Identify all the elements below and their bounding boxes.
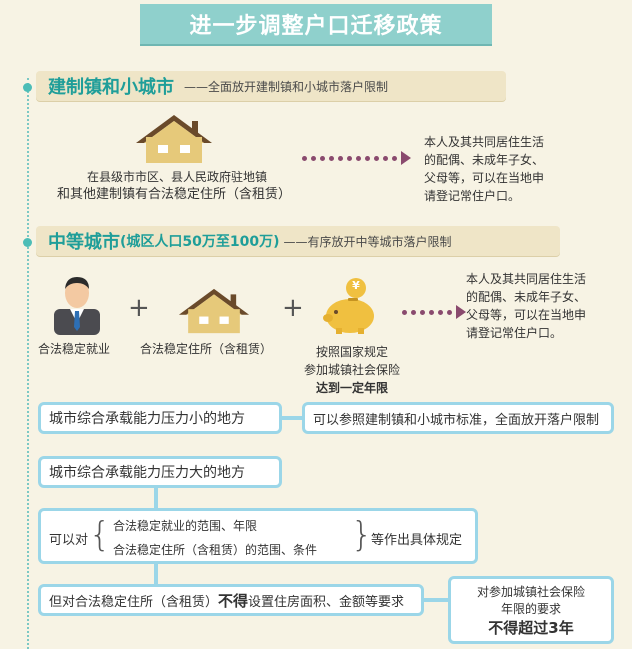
connector [154,564,158,584]
page-title: 进一步调整户口迁移政策 [140,4,492,44]
connector [154,488,158,508]
low-pressure-box: 城市综合承载能力压力小的地方 [38,402,282,434]
result-line: 父母等，可以在当地申 [424,171,545,185]
req1-label: 合法稳定就业 [38,342,111,356]
insurance-line2: 年限的要求 [500,601,561,616]
section2-title-paren: (城区人口50万至100万) [120,234,280,250]
result-line: 请登记常住户口。 [466,326,563,340]
section2-subtitle: ——有序放开中等城市落户限制 [283,234,452,249]
section1-condition-line1: 在县级市市区、县人民政府驻地镇 [86,170,267,184]
house-icon [136,115,212,163]
yen-symbol: ¥ [352,279,360,292]
result-line: 本人及其共同居住生活 [424,135,545,149]
insurance-bold: 不得超过3年 [488,618,574,637]
section1-subtitle: ——全面放开建制镇和小城市落户限制 [184,79,389,94]
section1-arrow [302,151,411,165]
can-specify-box: 可以对 { 合法稳定就业的范围、年限 合法稳定住所（含租赁）的范围、条件 } 等… [38,508,478,564]
section2-arrow [402,305,466,319]
section1-condition-line2: 和其他建制镇有合法稳定住所（含租赁） [56,187,291,202]
timeline-dot [23,238,32,247]
plus-sign: + [128,293,150,323]
low-pressure-result-box: 可以参照建制镇和小城市标准，全面放开落户限制 [302,402,614,434]
timeline-dot [23,83,32,92]
can-suffix: 等作出具体规定 [371,533,463,548]
result-line: 请登记常住户口。 [424,189,521,203]
section1-result: 本人及其共同居住生活 的配偶、未成年子女、 父母等，可以在当地申 请登记常住户口… [424,133,594,205]
plus-sign: + [282,293,304,323]
person-icon [54,277,100,335]
result-line: 的配偶、未成年子女、 [424,153,545,167]
req3-label: 按照国家规定 参加城镇社会保险 达到一定年限 [292,343,412,397]
house-icon [178,288,250,334]
can-item1: 合法稳定就业的范围、年限 [113,519,258,533]
result-line: 父母等，可以在当地申 [466,308,587,322]
req3-line: 参加城镇社会保险 [303,363,400,377]
but-suffix: 设置住房面积、金额等要求 [248,594,405,610]
section2-title: 中等城市 [48,232,120,253]
left-brace: { [89,515,111,555]
restriction-box: 但对合法稳定住所（含租赁） 不得 设置住房面积、金额等要求 [38,584,424,616]
can-item2: 合法稳定住所（含租赁）的范围、条件 [113,543,318,557]
high-pressure-box: 城市综合承载能力压力大的地方 [38,456,282,488]
connector [424,598,448,602]
connector [282,416,302,420]
req3-line: 按照国家规定 [315,345,388,359]
section1-banner: 建制镇和小城市 ——全面放开建制镇和小城市落户限制 [36,71,506,101]
can-prefix: 可以对 [49,533,89,548]
piggy-bank-icon [323,278,374,334]
req3-line: 达到一定年限 [315,381,388,395]
result-line: 本人及其共同居住生活 [466,272,587,286]
timeline-line [27,78,29,649]
req2-label: 合法稳定住所（含租赁） [140,342,273,356]
but-bold: 不得 [218,591,249,610]
section2-banner: 中等城市 (城区人口50万至100万) ——有序放开中等城市落户限制 [36,226,560,256]
section2-result: 本人及其共同居住生活 的配偶、未成年子女、 父母等，可以在当地申 请登记常住户口… [466,270,630,342]
result-line: 的配偶、未成年子女、 [466,290,587,304]
section1-title: 建制镇和小城市 [48,77,174,98]
insurance-line1: 对参加城镇社会保险 [476,584,585,599]
but-prefix: 但对合法稳定住所（含租赁） [49,594,219,610]
insurance-box: 对参加城镇社会保险 年限的要求 不得超过3年 [448,576,614,644]
right-brace: } [351,515,373,555]
